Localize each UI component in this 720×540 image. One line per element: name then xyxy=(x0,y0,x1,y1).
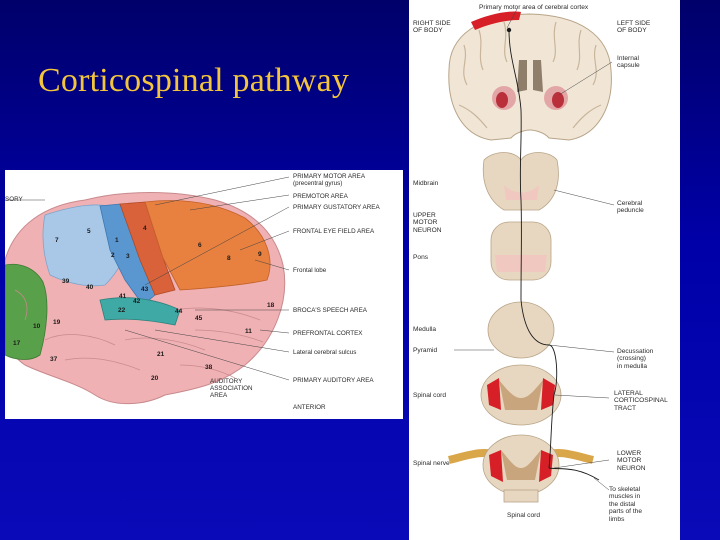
area-label-41: 41 xyxy=(119,293,127,300)
brain-lateral-figure: 7 5 1 4 6 3 2 8 9 39 40 43 41 42 22 44 4… xyxy=(5,170,403,419)
area-label-6: 6 xyxy=(198,242,202,249)
label-pons: Pons xyxy=(413,254,429,261)
area-label-22: 22 xyxy=(118,307,126,314)
pathway-figure: Primary motor area of cerebral cortex RI… xyxy=(409,0,680,540)
area-label-43: 43 xyxy=(141,286,149,293)
upper-motor-neuron-cell-body xyxy=(506,27,512,33)
label-auditory-association: AUDITORY ASSOCIATION AREA xyxy=(210,378,253,399)
label-left-side-of-body: LEFT SIDE OF BODY xyxy=(617,20,651,35)
label-internal-capsule: Internal capsule xyxy=(617,55,640,70)
area-label-2: 2 xyxy=(111,252,115,259)
label-decussation: Decussation (crossing) in medulla xyxy=(617,348,654,370)
leader-lines xyxy=(5,176,290,381)
label-spinal-cord-lower: Spinal cord xyxy=(507,512,540,519)
area-label-5: 5 xyxy=(87,228,91,235)
coronal-brain-section xyxy=(448,11,612,141)
brain-illustration: 7 5 1 4 6 3 2 8 9 39 40 43 41 42 22 44 4… xyxy=(5,176,290,405)
gyri-texture xyxy=(14,289,264,379)
area-label-45: 45 xyxy=(195,315,203,322)
label-spinal-nerve: Spinal nerve xyxy=(413,460,450,467)
label-pyramid: Pyramid xyxy=(413,347,438,354)
label-primary-motor-area: PRIMARY MOTOR AREA (precentral gyrus) xyxy=(293,173,366,187)
pathway-illustration xyxy=(448,8,615,503)
label-to-skeletal-muscles: To skeletal muscles in the distal parts … xyxy=(609,486,642,523)
area-label-39: 39 xyxy=(62,278,70,285)
auditory-region xyxy=(99,297,181,326)
label-primary-auditory-area: PRIMARY AUDITORY AREA xyxy=(293,377,374,384)
premotor-region xyxy=(144,200,271,291)
label-spinal-cord-upper: Spinal cord xyxy=(413,392,446,399)
label-upper-motor-neuron: UPPER MOTOR NEURON xyxy=(413,212,442,234)
label-primary-gustatory-area: PRIMARY GUSTATORY AREA xyxy=(293,204,380,211)
label-lower-motor-neuron: LOWER MOTOR NEURON xyxy=(617,450,646,472)
area-label-9: 9 xyxy=(258,251,262,258)
spinal-cord-slices xyxy=(448,364,594,503)
area-label-8: 8 xyxy=(227,255,231,262)
label-brocas-area: BROCA'S SPEECH AREA xyxy=(293,307,367,314)
upper-motor-neuron-axon xyxy=(508,29,558,469)
label-medulla: Medulla xyxy=(413,326,437,333)
area-label-20: 20 xyxy=(151,375,159,382)
slide-title: Corticospinal pathway xyxy=(38,62,350,99)
area-label-38: 38 xyxy=(205,364,213,371)
area-label-17: 17 xyxy=(13,340,21,347)
label-primary-motor-cortex: Primary motor area of cerebral cortex xyxy=(479,4,589,11)
area-label-3: 3 xyxy=(126,253,130,260)
area-label-11: 11 xyxy=(245,328,252,335)
label-frontal-lobe: Frontal lobe xyxy=(293,267,327,274)
area-label-44: 44 xyxy=(175,308,183,315)
area-label-40: 40 xyxy=(86,284,94,291)
label-lateral-corticospinal-tract: LATERAL CORTICOSPINAL TRACT xyxy=(614,390,668,412)
area-label-7: 7 xyxy=(55,237,59,244)
label-right-side-of-body: RIGHT SIDE OF BODY xyxy=(413,20,451,35)
label-frontal-eye-field: FRONTAL EYE FIELD AREA xyxy=(293,228,375,235)
area-label-37: 37 xyxy=(50,356,58,363)
area-label-10: 10 xyxy=(33,323,41,330)
label-midbrain: Midbrain xyxy=(413,180,439,187)
occipital-region xyxy=(5,263,48,360)
label-cut-left: SORY xyxy=(5,196,23,203)
area-label-18: 18 xyxy=(267,302,275,309)
pathway-leader-lines xyxy=(454,8,615,491)
label-premotor-area: PREMOTOR AREA xyxy=(293,193,348,200)
label-cerebral-peduncle: Cerebral peduncle xyxy=(617,200,644,215)
area-label-19: 19 xyxy=(53,319,61,326)
area-label-42: 42 xyxy=(133,298,141,305)
area-label-4: 4 xyxy=(143,225,147,232)
area-label-1: 1 xyxy=(115,237,119,244)
label-anterior: ANTERIOR xyxy=(293,404,326,411)
area-label-21: 21 xyxy=(157,351,165,358)
label-lateral-sulcus: Lateral cerebral sulcus xyxy=(293,349,357,356)
label-prefrontal-cortex: PREFRONTAL CORTEX xyxy=(293,330,363,337)
lower-motor-neuron-axon xyxy=(548,467,600,481)
